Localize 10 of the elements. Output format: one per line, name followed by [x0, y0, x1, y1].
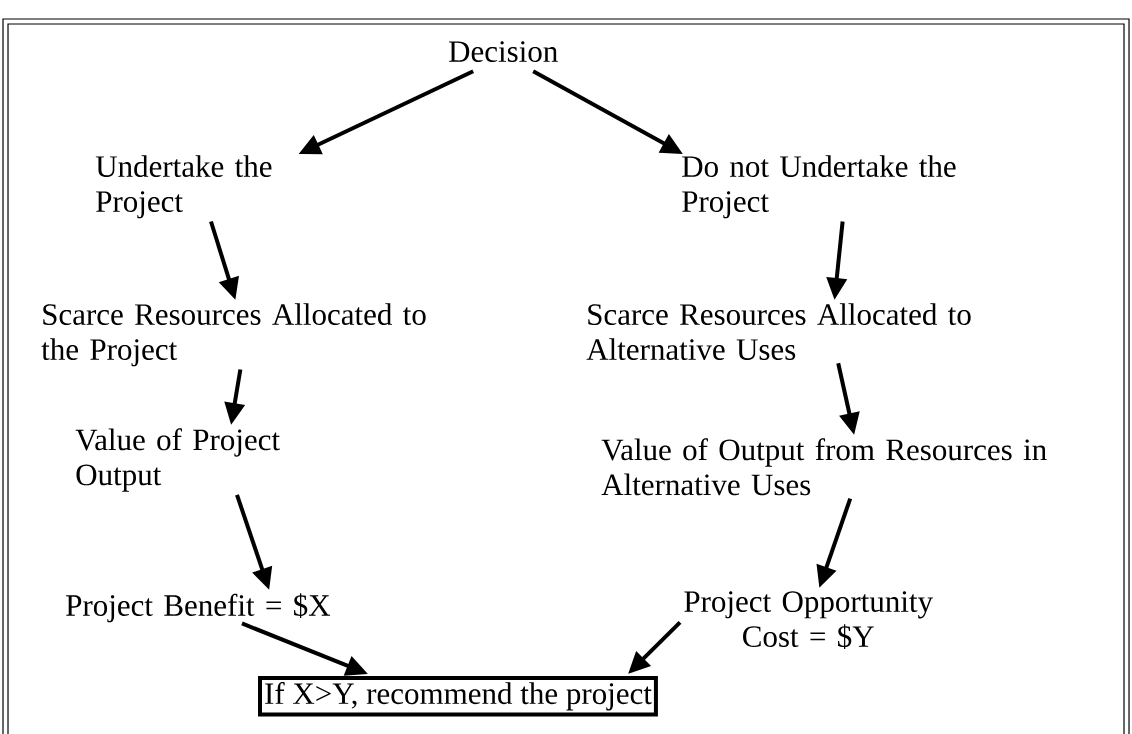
- flow-label: Scarce Resources Allocated to the Project: [41, 303, 426, 367]
- flow-label: Project Benefit = $X: [66, 593, 331, 623]
- flow-label: Decision: [449, 41, 558, 63]
- flow-label: Do not Undertake the Project: [682, 155, 956, 219]
- flow-label: Value of Project Output: [75, 428, 280, 492]
- flow-label: Scarce Resources Allocated to Alternative Uses: [586, 303, 971, 360]
- decision-box: If X>Y, recommend the project: [258, 676, 658, 717]
- flow-label: Project Opportunity Cost = $Y: [684, 591, 933, 650]
- flow-label: Value of Output from Resources in Alternative Uses: [601, 438, 1047, 496]
- flow-label: Undertake the Project: [95, 155, 272, 219]
